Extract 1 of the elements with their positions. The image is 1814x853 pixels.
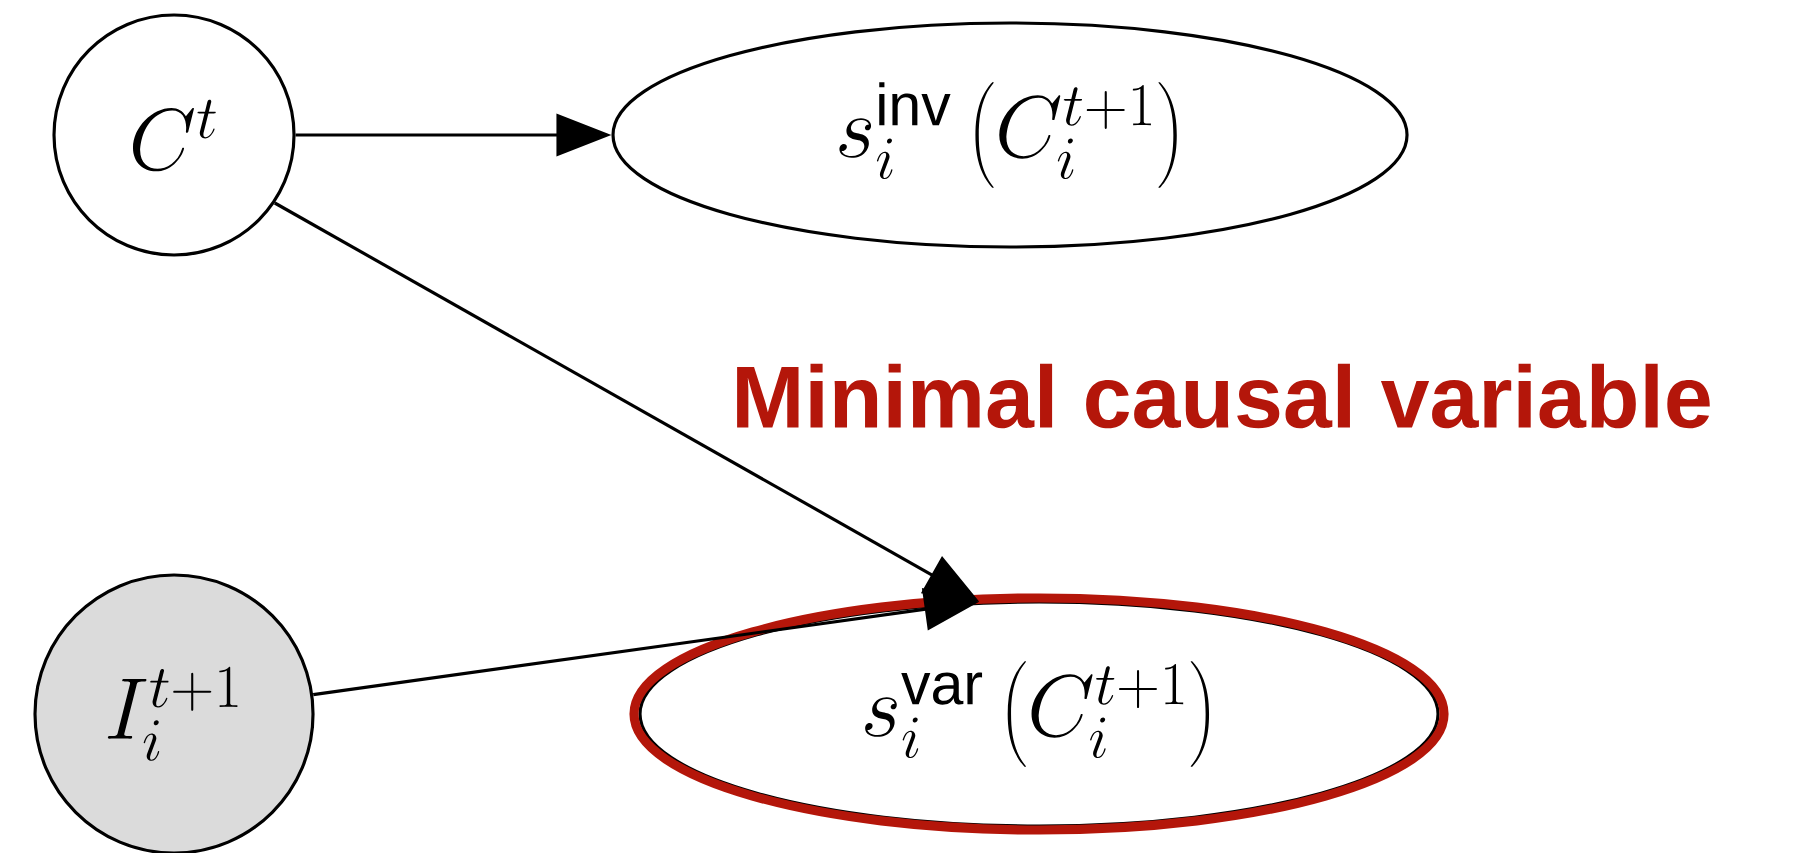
annotation-text: Minimal causal variable — [727, 360, 1717, 432]
